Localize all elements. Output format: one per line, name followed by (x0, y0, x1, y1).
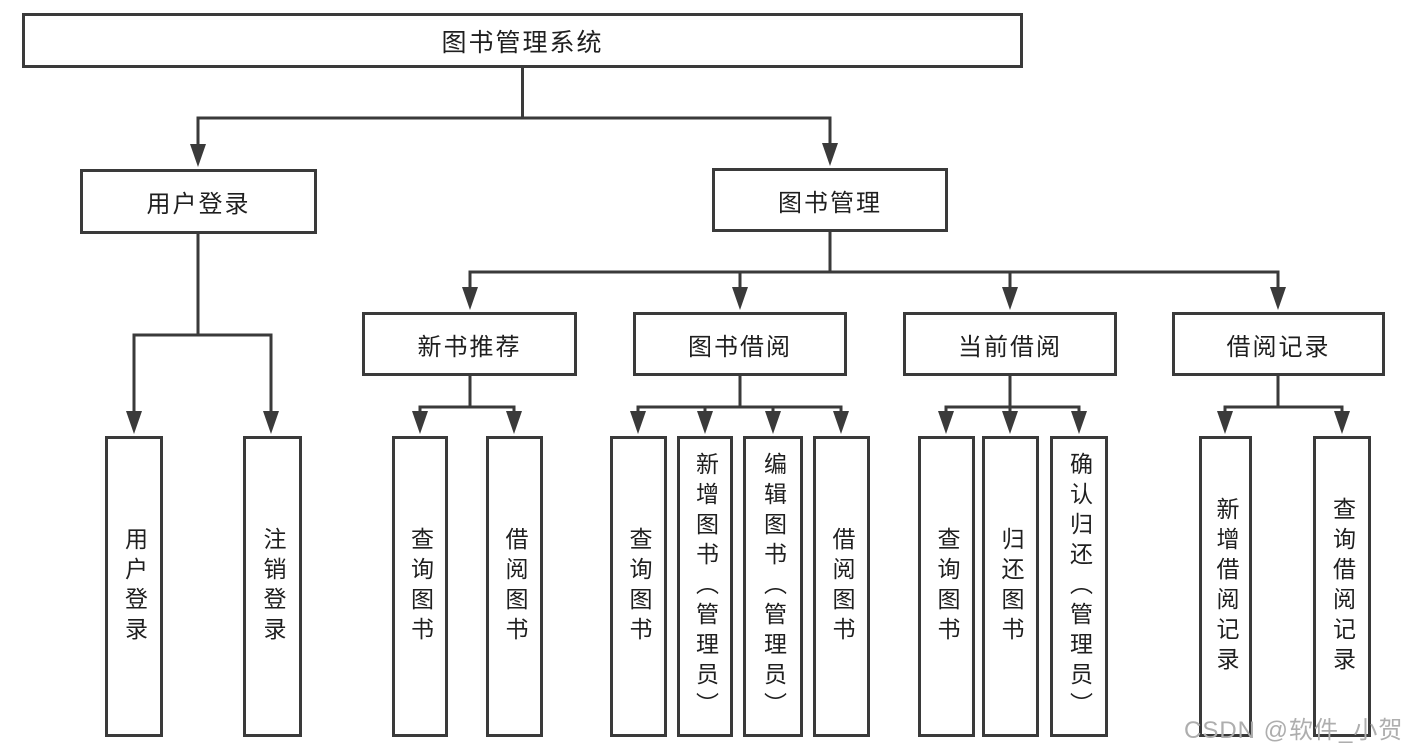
edge-root-to-level2 (190, 68, 838, 167)
leaf-query-borrow-record-label: 查询借阅记录 (1329, 496, 1356, 677)
edge-current-borrow-to-leaves (938, 376, 1087, 434)
node-borrowing-records: 借阅记录 (1172, 312, 1385, 376)
leaf-add-borrow-record-label: 新增借阅记录 (1213, 496, 1239, 677)
node-book-borrowing-label: 图书借阅 (688, 333, 792, 361)
leaf-add-borrow-record: 新增借阅记录 (1199, 436, 1252, 737)
node-book-management-label: 图书管理 (778, 189, 882, 217)
leaf-query-books-borrow: 查询图书 (610, 436, 667, 737)
csdn-watermark: CSDN @软件_小贺同学 (1184, 717, 1405, 744)
leaf-edit-books-admin-label: 编辑图书（管理员） (760, 451, 787, 722)
leaf-query-books-current-label: 查询图书 (934, 526, 960, 647)
node-user-login: 用户登录 (80, 169, 317, 234)
leaf-confirm-return-admin: 确认归还（管理员） (1050, 436, 1108, 737)
node-library-management-system: 图书管理系统 (22, 13, 1023, 68)
leaf-query-books-rec-label: 查询图书 (407, 526, 434, 647)
leaf-add-books-admin-label: 新增图书（管理员） (692, 451, 719, 722)
leaf-query-borrow-record: 查询借阅记录 (1313, 436, 1371, 737)
leaf-add-books-admin: 新增图书（管理员） (677, 436, 733, 737)
leaf-user-login-label: 用户登录 (121, 526, 148, 647)
edge-borrow-records-to-leaves (1217, 376, 1350, 434)
leaf-borrow-books-rec-label: 借阅图书 (502, 526, 528, 647)
leaf-return-books-label: 归还图书 (998, 526, 1024, 647)
node-new-book-recommendation: 新书推荐 (362, 312, 577, 376)
leaf-borrow-books-rec: 借阅图书 (486, 436, 543, 737)
leaf-logout: 注销登录 (243, 436, 302, 737)
leaf-confirm-return-admin-label: 确认归还（管理员） (1066, 451, 1093, 722)
node-book-management: 图书管理 (712, 168, 948, 232)
edge-user-login-to-leaves (126, 234, 279, 434)
leaf-borrow-books: 借阅图书 (813, 436, 870, 737)
leaf-edit-books-admin: 编辑图书（管理员） (743, 436, 803, 737)
leaf-return-books: 归还图书 (982, 436, 1039, 737)
node-library-management-system-label: 图书管理系统 (441, 28, 604, 57)
edge-book-mgmt-to-level3 (462, 232, 1286, 310)
leaf-borrow-books-label: 借阅图书 (829, 526, 855, 647)
node-current-borrowing-label: 当前借阅 (958, 333, 1062, 361)
leaf-query-books-borrow-label: 查询图书 (626, 526, 652, 647)
node-current-borrowing: 当前借阅 (903, 312, 1117, 376)
leaf-query-books-current: 查询图书 (918, 436, 975, 737)
node-borrowing-records-label: 借阅记录 (1226, 333, 1331, 361)
node-book-borrowing: 图书借阅 (633, 312, 847, 376)
leaf-query-books-rec: 查询图书 (392, 436, 448, 737)
edge-new-book-rec-to-leaves (412, 376, 522, 434)
leaf-user-login: 用户登录 (105, 436, 163, 737)
node-user-login-label: 用户登录 (146, 191, 251, 218)
leaf-logout-label: 注销登录 (260, 526, 286, 647)
edge-book-borrow-to-leaves (630, 376, 849, 434)
node-new-book-recommendation-label: 新书推荐 (417, 333, 522, 361)
